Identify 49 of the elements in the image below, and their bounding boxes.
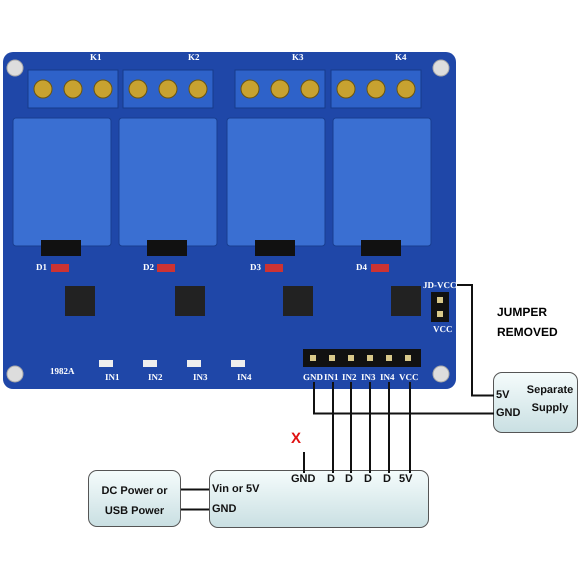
pin-label: IN1 [324,372,342,382]
note-text: JUMPER REMOVED [497,304,559,341]
component-label: 1982A [50,366,74,376]
pin-label: IN4 [380,372,398,382]
pin-label: GND [303,372,325,382]
component-label: IN2 [148,372,163,382]
block-label: DC Power or USB Power [100,484,168,519]
block-box [493,372,578,433]
pin-label: GND [291,473,317,486]
pin-label: D [327,473,337,486]
pin-label: D [345,473,355,486]
component-label: D3 [250,262,261,272]
component-label: IN3 [193,372,208,382]
pin-label: VCC [433,324,453,334]
pin-label: 5V [399,473,417,486]
pin-label: VCC [399,372,421,382]
pin-label: IN3 [361,372,379,382]
component-label: D4 [356,262,367,272]
wire [457,284,494,396]
not-connected-mark: X [291,430,302,447]
block-box [209,470,429,528]
pin-label: JD-VCC [423,280,457,290]
component-label: IN1 [105,372,120,382]
wire [409,382,411,473]
pin-label: IN2 [342,372,360,382]
block-label: Separate Supply [526,383,574,416]
wire [388,382,390,473]
component-label: K4 [395,52,407,62]
wire [181,508,209,510]
wire [313,382,494,414]
wire [332,382,334,473]
component-label: D1 [36,262,47,272]
component-label: IN4 [237,372,252,382]
wire [181,488,209,490]
component-label: K1 [90,52,102,62]
component-label: D2 [143,262,154,272]
component-label: K2 [188,52,200,62]
pin-label: D [383,473,393,486]
block-box [88,470,181,527]
wire [369,382,371,473]
component-label: K3 [292,52,304,62]
pin-label: 5V [496,389,514,402]
wire [303,452,305,473]
wire [350,382,352,473]
pin-label: Vin or 5V [212,483,266,496]
pin-label: D [364,473,374,486]
pin-label: GND [212,503,240,516]
pin-label: GND [496,407,524,420]
relay-module-drawing [3,52,456,389]
